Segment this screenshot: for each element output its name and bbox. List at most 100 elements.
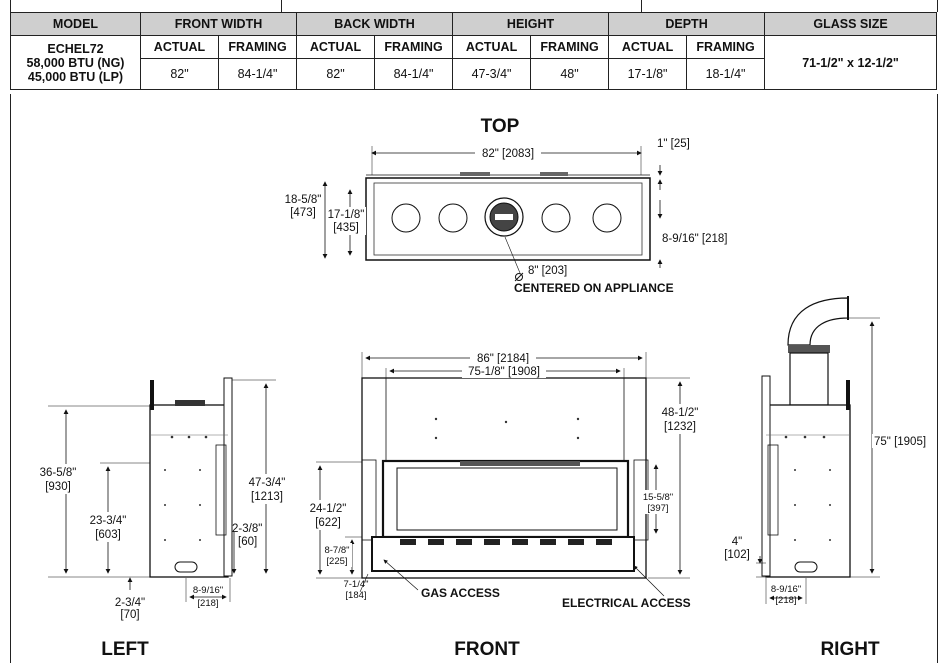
label-backing: [872, 434, 936, 448]
dim-left-side-mm: [60]: [238, 536, 257, 548]
label-backing: [462, 364, 546, 378]
drawing-frame: [10, 94, 938, 663]
header-depth: DEPTH: [608, 12, 766, 36]
dim-top-width: 82" [2083]: [482, 148, 534, 160]
vent-label-plate: [495, 214, 513, 220]
left-front-edge: [223, 377, 233, 577]
label-backing: [475, 146, 541, 160]
note-electrical-access: ELECTRICAL ACCESS: [562, 596, 691, 610]
dim-top-depth-outer-mm: [473]: [290, 207, 316, 219]
dim-right-low-mm: [102]: [724, 549, 750, 561]
label-backing: [36, 464, 80, 494]
model-name: ECHEL72: [47, 41, 104, 56]
dim-right-depth-in: 8-9/16": [771, 584, 801, 595]
dim-left-bottom-mm: [70]: [120, 609, 139, 621]
view-title-left: LEFT: [101, 639, 149, 660]
leader-line: [633, 565, 665, 597]
dim-top-depth-inner-in: 17-1/8": [328, 209, 365, 221]
front-glass: [396, 467, 618, 531]
note-gas-access: GAS ACCESS: [421, 586, 500, 600]
right-collar: [788, 345, 830, 353]
header-height: HEIGHT: [452, 12, 610, 36]
dim-front-height-in: 48-1/2": [662, 407, 699, 419]
leader-line: [504, 236, 521, 274]
label-backing: [84, 512, 132, 542]
left-view: 36-5/8" [930] 23-3/4" [603] 47-3/4" [121…: [36, 377, 290, 660]
front-top-bracket: [460, 461, 580, 466]
dim-right-low-in: 4": [732, 536, 742, 548]
rivet-dots: [784, 435, 831, 541]
sub-actual: ACTUAL: [296, 35, 376, 59]
right-vent-pipe: [789, 352, 829, 406]
right-front-edge: [761, 375, 771, 577]
dim-left-total-in: 47-3/4": [249, 477, 286, 489]
dim-front-height-mm: [1232]: [664, 421, 696, 433]
label-backing: [283, 192, 323, 220]
front-framing-value: 84-1/4": [217, 58, 298, 90]
label-backing: [643, 490, 673, 514]
right-gas-inlet: [794, 561, 818, 573]
back-framing-value: 84-1/4": [374, 58, 454, 90]
dim-left-side-in: 2-3/8": [232, 523, 262, 535]
glass-size-value: 71-1/2" x 12-1/2": [764, 35, 938, 90]
top-inner: [373, 182, 643, 256]
knockout-circle: [541, 203, 571, 233]
dim-front-inner: 75-1/8" [1908]: [468, 366, 540, 378]
label-backing: [322, 543, 352, 567]
dim-front-glass-mm: [397]: [647, 503, 668, 514]
knockout-circle: [438, 203, 468, 233]
right-vent-elbow: [787, 297, 849, 346]
left-vent-stub: [175, 400, 205, 406]
knockout-circle: [592, 203, 622, 233]
label-backing: [244, 474, 290, 504]
header-strip: [10, 0, 938, 12]
right-view: 75" [1905] 4" [102] 8-9/16" [218] RIGHT: [724, 296, 936, 660]
dim-left-depth-mm: [218]: [197, 598, 218, 609]
header-model: MODEL: [10, 12, 141, 36]
depth-framing-value: 18-1/4": [686, 58, 766, 90]
model-btu-lp: 45,000 BTU (LP): [27, 69, 124, 84]
sub-framing: FRAMING: [686, 35, 766, 59]
model-cell: ECHEL72 58,000 BTU (NG) 45,000 BTU (LP): [10, 35, 141, 90]
dim-front-outer: 86" [2184]: [477, 353, 529, 365]
dim-left-bottom-in: 2-3/4": [115, 597, 145, 609]
dim-front-base-in: 24-1/2": [310, 503, 347, 515]
strip-divider: [281, 0, 282, 12]
dim-right-total: 75" [1905]: [874, 436, 926, 448]
left-bracket: [215, 444, 227, 536]
rivet-dots: [164, 435, 208, 541]
model-btu-ng: 58,000 BTU (NG): [26, 55, 125, 70]
rivet-dots: [434, 417, 580, 440]
front-view: 86" [2184] 75-1/8" [1908] 48-1/2" [1232]…: [306, 351, 702, 660]
header-back-width: BACK WIDTH: [296, 12, 454, 36]
view-title-front: FRONT: [454, 639, 520, 660]
dim-left-h2-mm: [603]: [95, 529, 121, 541]
dim-left-h1-mm: [930]: [45, 481, 71, 493]
leader-line: [359, 573, 369, 593]
right-body: [765, 404, 851, 578]
dim-left-total-mm: [1213]: [251, 491, 283, 503]
dim-front-glass-in: 15-5/8": [643, 492, 673, 503]
dimension-table: MODEL FRONT WIDTH BACK WIDTH HEIGHT DEPT…: [10, 12, 938, 90]
view-title-top: TOP: [481, 116, 520, 137]
label-backing: [326, 207, 366, 235]
top-bracket: [460, 172, 490, 176]
right-flange: [846, 380, 850, 410]
sub-framing: FRAMING: [374, 35, 454, 59]
dim-front-gas-in: 8-7/8": [324, 545, 349, 556]
right-bracket: [767, 444, 779, 536]
height-actual-value: 47-3/4": [452, 58, 532, 90]
label-backing: [306, 500, 350, 530]
left-gas-inlet: [174, 561, 198, 573]
strip-divider: [641, 0, 642, 12]
dim-front-base-mm: [622]: [315, 517, 341, 529]
view-title-right: RIGHT: [820, 639, 880, 660]
front-louvres: [400, 539, 612, 545]
dim-top-vent: 8" [203]: [528, 265, 567, 277]
dim-top-flange: 1" [25]: [657, 138, 690, 150]
diameter-slash: [514, 272, 524, 282]
dim-top-depth-outer-in: 18-5/8": [285, 194, 322, 206]
dim-front-bottom-mm: [184]: [345, 590, 366, 601]
